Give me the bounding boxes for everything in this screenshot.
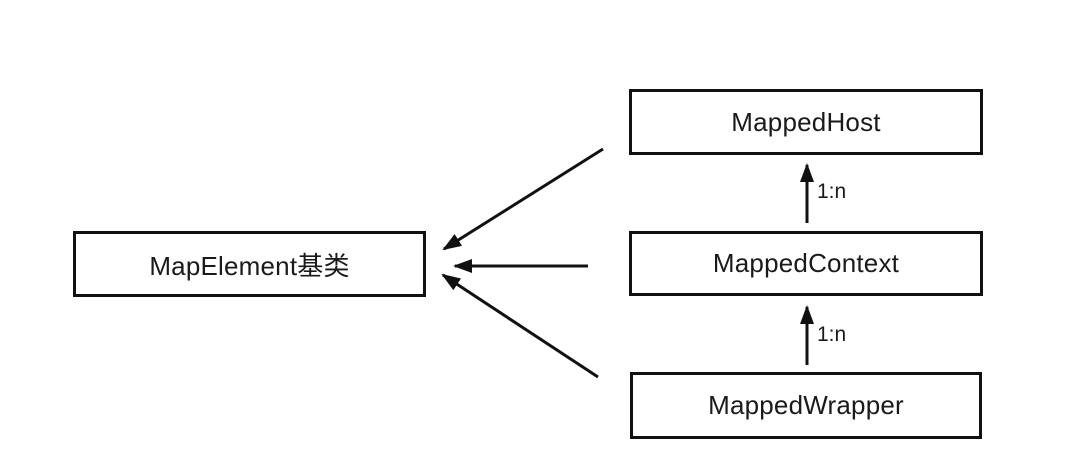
node-mapelement-base: MapElement基类 <box>73 231 426 297</box>
node-mapped-wrapper-label: MappedWrapper <box>708 390 904 420</box>
node-mapped-host: MappedHost <box>629 89 983 155</box>
node-mapped-host-label: MappedHost <box>731 106 881 137</box>
node-mapelement-base-label: MapElement基类 <box>149 250 350 281</box>
edge-label-wrapper-context: 1:n <box>817 323 847 346</box>
node-mapped-context-label: MappedContext <box>712 248 900 278</box>
node-mapped-wrapper: MappedWrapper <box>630 372 982 439</box>
edge-label-context-host: 1:n <box>817 180 847 203</box>
edge-host-to-base <box>442 147 604 251</box>
node-mapped-context: MappedContext <box>629 231 983 296</box>
edge-wrapper-to-base <box>441 273 599 379</box>
